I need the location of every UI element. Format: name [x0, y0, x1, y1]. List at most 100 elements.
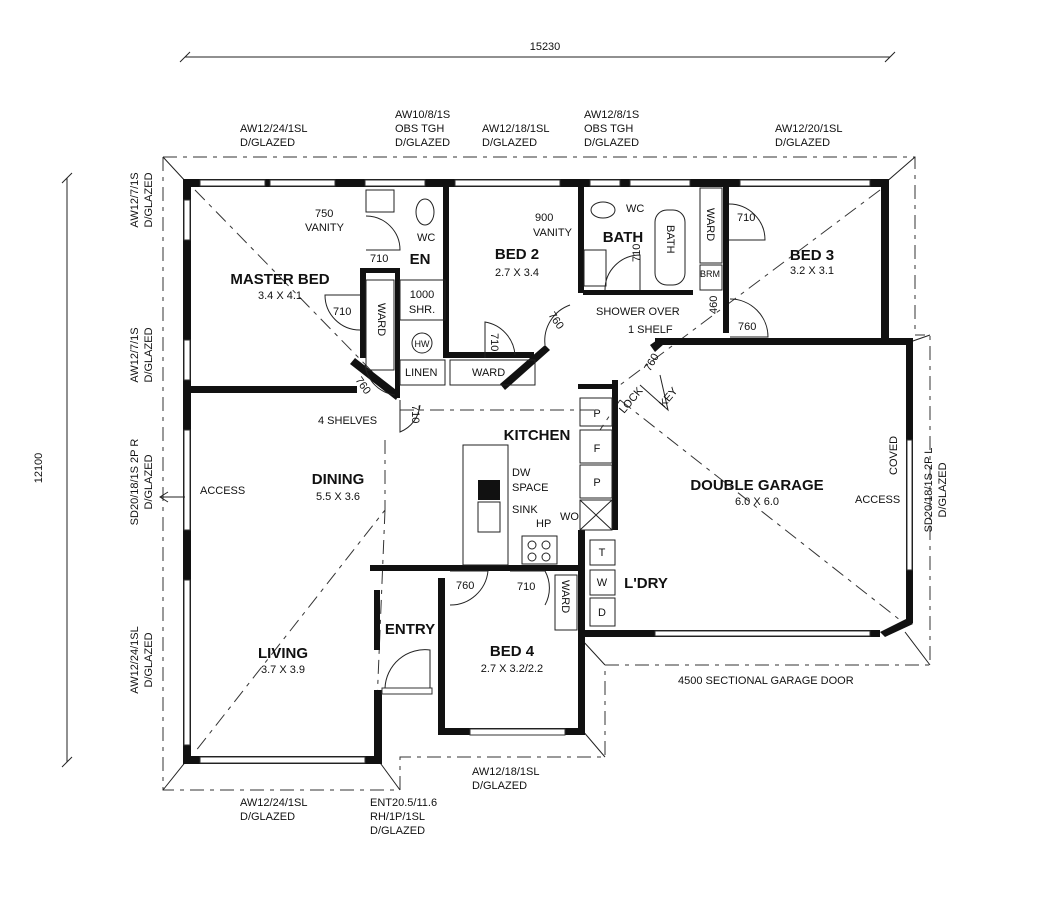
window-label: SD20/18/1S 2P R [129, 439, 141, 526]
door-size: 710 [737, 212, 755, 224]
wc-label: WC [626, 203, 644, 215]
fridge-label: F [594, 443, 601, 455]
hot-water-unit [411, 332, 433, 354]
door-size: 710 [370, 253, 388, 265]
lock-label: LOCK [617, 385, 646, 416]
garage-door-label: 4500 SECTIONAL GARAGE DOOR [678, 675, 854, 687]
window-label: AW10/8/1S [395, 109, 450, 121]
door-size: 760 [738, 321, 756, 333]
cooktop [521, 535, 558, 565]
window-label: AW12/18/1SL [472, 766, 539, 778]
pantry-label: P [593, 477, 600, 489]
room-dining-size: 5.5 X 3.6 [316, 491, 360, 503]
dw-label: DW [512, 467, 531, 479]
shower-label: SHR. [409, 304, 435, 316]
roof-eave-outline [162, 156, 931, 791]
vanity-basin-bath [583, 249, 607, 287]
vanity-900-label: VANITY [533, 227, 573, 239]
vanity-900-label: 900 [535, 212, 553, 224]
door-size: 710 [631, 244, 643, 262]
pantry-label: P [593, 408, 600, 420]
access-label: ACCESS [200, 485, 245, 497]
window-label: D/GLAZED [240, 137, 295, 149]
wc-label: WC [417, 232, 435, 244]
room-bed-4: BED 4 [490, 643, 535, 660]
overall-height-dimension: 12100 [33, 172, 73, 768]
window-label: D/GLAZED [143, 454, 155, 509]
laundry-tub-label: T [599, 547, 606, 559]
kitchen-bench [462, 444, 509, 566]
vanity-basin-ensuite [365, 189, 395, 213]
window-label: D/GLAZED [472, 780, 527, 792]
window-label: D/GLAZED [482, 137, 537, 149]
shower-tray [399, 279, 446, 321]
room-bath: BATH [603, 229, 644, 246]
window-label: D/GLAZED [937, 462, 949, 517]
door-size: 760 [456, 580, 474, 592]
window-label: D/GLAZED [143, 632, 155, 687]
window-label: D/GLAZED [240, 811, 295, 823]
access-label: ACCESS [855, 494, 900, 506]
shower-label: 1000 [410, 289, 434, 301]
access-arrow-icon [159, 491, 185, 503]
coved-label: COVED [888, 436, 900, 475]
dw-label: SPACE [512, 482, 548, 494]
room-dining: DINING [312, 471, 365, 488]
ward-label: WARD [472, 367, 505, 379]
window-label: D/GLAZED [143, 172, 155, 227]
window-label: AW12/24/1SL [240, 797, 307, 809]
one-shelf-label: 1 SHELF [628, 324, 673, 336]
door-size: 710 [333, 306, 351, 318]
toilet-ensuite [415, 198, 435, 226]
room-master-bed: MASTER BED [230, 271, 329, 288]
room-bed-2: BED 2 [495, 246, 539, 263]
door-size: 710 [409, 405, 421, 423]
window-label: D/GLAZED [775, 137, 830, 149]
sink-label: SINK [512, 504, 538, 516]
overall-width-dimension: 15230 [179, 41, 896, 63]
dishwasher-space [478, 480, 500, 500]
window-label: OBS TGH [395, 123, 444, 135]
room-double-garage: DOUBLE GARAGE [690, 477, 823, 494]
door-swings [324, 203, 769, 689]
window-label: ENT20.5/11.6 [370, 797, 437, 809]
room-entry: ENTRY [385, 621, 435, 638]
ward-label: WARD [704, 208, 716, 241]
bath-tub [654, 209, 686, 286]
door-size: 760 [546, 310, 566, 332]
wo-label: WO [560, 511, 579, 523]
room-living: LIVING [258, 645, 308, 662]
door-size: 460 [708, 296, 720, 314]
vanity-750-label: 750 [315, 208, 333, 220]
room-bed-4-size: 2.7 X 3.2/2.2 [481, 663, 543, 675]
window-labels: AW12/24/1SL D/GLAZED AW10/8/1S OBS TGH D… [129, 109, 949, 837]
toilet-bath [590, 201, 616, 219]
ward-label: WARD [375, 303, 387, 336]
room-ensuite: EN [410, 251, 431, 268]
dryer-label: D [598, 607, 606, 619]
window-label: D/GLAZED [143, 327, 155, 382]
window-label: RH/1P/1SL [370, 811, 425, 823]
room-garage-size: 6.0 X 6.0 [735, 496, 779, 508]
washer-label: W [597, 577, 608, 589]
linen-label: LINEN [405, 367, 437, 379]
room-living-size: 3.7 X 3.9 [261, 664, 305, 676]
window-label: AW12/7/1S [129, 327, 141, 382]
width-label: 15230 [530, 41, 561, 53]
brm-label: BRM [700, 269, 720, 279]
fixture-labels: 750 VANITY WC 1000 SHR. HW LINEN WARD WA… [200, 203, 900, 687]
window-label: AW12/20/1SL [775, 123, 842, 135]
window-label: AW12/24/1SL [240, 123, 307, 135]
window-label: AW12/7/1S [129, 172, 141, 227]
windows [183, 179, 913, 764]
room-bed-2-size: 2.7 X 3.4 [495, 267, 539, 279]
door-size: 710 [517, 581, 535, 593]
fixtures [365, 187, 723, 631]
room-bed-3: BED 3 [790, 247, 834, 264]
hp-label: HP [536, 518, 551, 530]
window-label: D/GLAZED [370, 825, 425, 837]
door-size: 760 [642, 352, 662, 374]
window-label: AW12/18/1SL [482, 123, 549, 135]
window-label: D/GLAZED [395, 137, 450, 149]
